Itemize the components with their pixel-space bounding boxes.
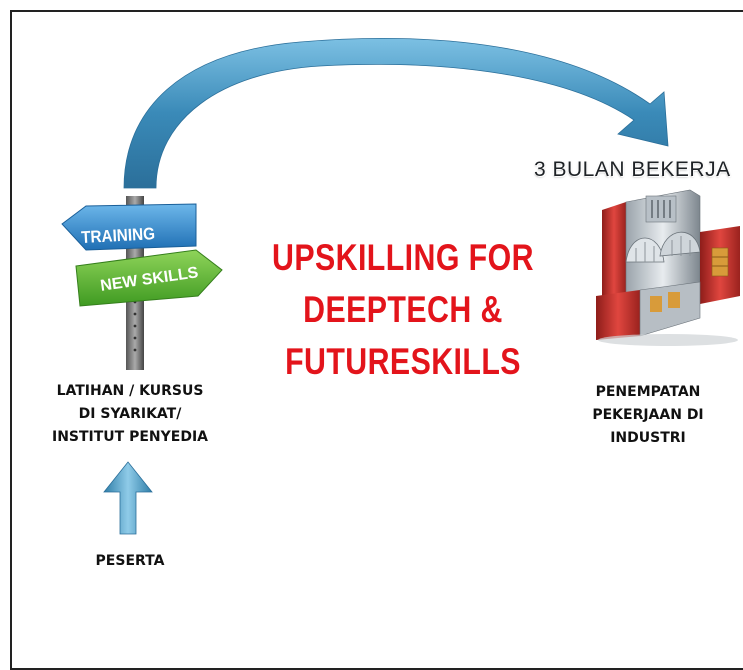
label-line: INDUSTRI xyxy=(610,430,686,446)
duration-label: 3 BULAN BEKERJA xyxy=(534,158,731,181)
label-line: PENEMPATAN xyxy=(595,384,701,400)
label-line: INSTITUT PENYEDIA xyxy=(51,429,209,445)
signpost-icon: TRAINING NEW SKILLS xyxy=(61,196,223,370)
diagram-graphics: TRAINING NEW SKILLS xyxy=(61,38,740,535)
job-placement-label: PENEMPATAN PEKERJAAN DI INDUSTRI xyxy=(548,381,743,450)
curved-arrow xyxy=(123,38,669,189)
upward-arrow xyxy=(103,461,153,535)
title-line: FUTURESKILLS xyxy=(285,341,521,382)
diagram-title: UPSKILLING FOR DEEPTECH & FUTURESKILLS xyxy=(268,232,539,388)
label-line: PEKERJAAN DI xyxy=(592,407,704,423)
label-line: DI SYARIKAT/ xyxy=(78,406,182,422)
factory-icon xyxy=(596,189,740,346)
participant-label: PESERTA xyxy=(95,553,165,569)
title-line: UPSKILLING FOR xyxy=(272,237,534,278)
label-line: LATIHAN / KURSUS xyxy=(56,383,204,399)
title-line: DEEPTECH & xyxy=(303,289,503,330)
sign-training-text: TRAINING xyxy=(81,224,156,247)
training-provider-label: LATIHAN / KURSUS DI SYARIKAT/ INSTITUT P… xyxy=(30,380,230,449)
